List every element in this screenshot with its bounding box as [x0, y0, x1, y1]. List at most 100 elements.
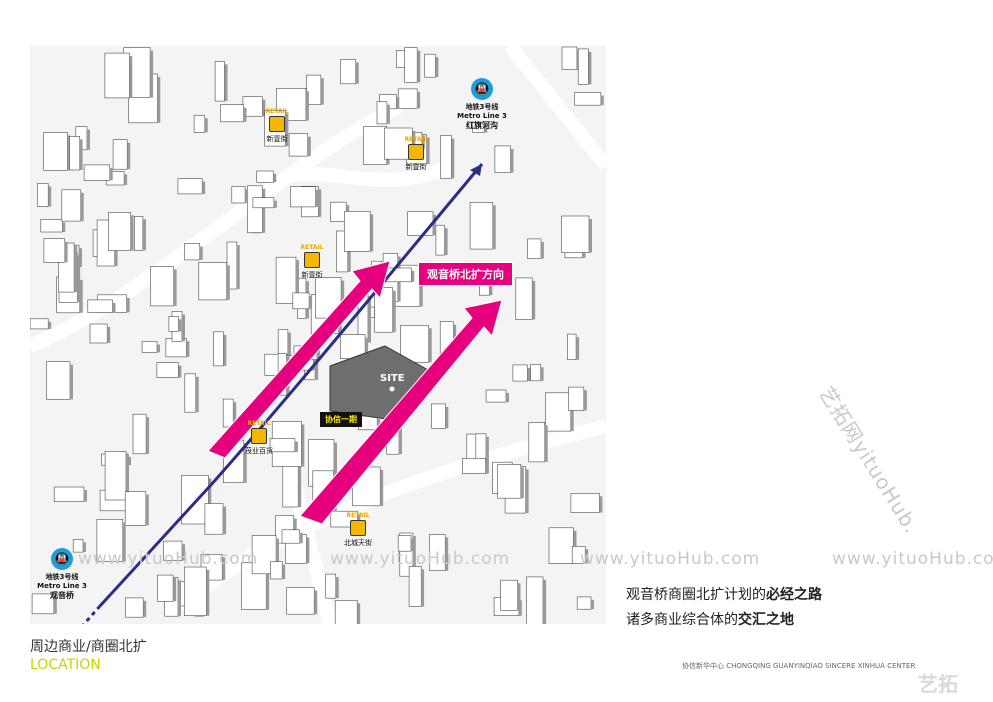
- building-shadow: [589, 219, 592, 253]
- retail-pin: RETAIL 茂业百货: [239, 420, 279, 456]
- building-shadow: [347, 234, 351, 272]
- building: [334, 600, 358, 624]
- shopping-bag-icon: [251, 428, 267, 444]
- building-shadow: [130, 215, 134, 251]
- building: [43, 132, 68, 171]
- building: [282, 459, 299, 508]
- metro-line-en: Metro Line 3: [457, 112, 507, 120]
- building-shadow: [484, 125, 488, 133]
- building: [125, 597, 144, 618]
- retail-caption: RETAIL: [247, 420, 271, 427]
- building: [376, 101, 388, 125]
- building-shadow: [195, 376, 199, 413]
- building-shadow: [245, 189, 249, 203]
- caption-line-1-plain: 观音桥商圈北扩计划的: [626, 587, 766, 603]
- building: [404, 47, 418, 83]
- footer-text: 协信新华中心 CHONGQING GUANYINQIAO SINCERE XIN…: [682, 662, 916, 670]
- building-shadow: [527, 367, 531, 382]
- building-shadow: [411, 271, 415, 282]
- retail-pin: RETAIL 新壹街: [396, 136, 436, 172]
- metro-line-cn: 地铁3号线: [45, 573, 79, 581]
- caption-line-1-bold: 必经之路: [766, 587, 822, 603]
- building: [83, 164, 110, 181]
- building-shadow: [157, 344, 160, 353]
- building-shadow: [243, 443, 247, 483]
- building: [363, 126, 387, 165]
- building: [512, 364, 528, 382]
- building: [252, 197, 275, 209]
- building-shadow: [392, 290, 396, 333]
- building: [288, 133, 309, 157]
- building-shadow: [150, 50, 154, 98]
- building-shadow: [485, 461, 489, 474]
- building-shadow: [570, 395, 574, 432]
- building: [150, 266, 174, 307]
- retail-street: 新壹街: [301, 271, 323, 279]
- building-shadow: [576, 337, 580, 360]
- building-shadow: [370, 214, 374, 252]
- building: [46, 361, 71, 400]
- building-shadow: [314, 590, 318, 615]
- building-shadow: [309, 295, 313, 309]
- building: [577, 48, 589, 85]
- building-shadow: [199, 246, 203, 260]
- building: [156, 362, 179, 378]
- building: [231, 186, 246, 204]
- building-shadow: [224, 64, 228, 102]
- building: [222, 398, 234, 428]
- building-shadow: [585, 549, 589, 564]
- building-shadow: [186, 341, 190, 357]
- metro-line-en: Metro Line 3: [37, 582, 87, 590]
- shopping-bag-icon: [304, 252, 320, 268]
- section-title-en: LOCATION: [30, 657, 101, 673]
- building: [561, 215, 590, 253]
- building: [431, 403, 446, 429]
- metro-icon: 🚇: [51, 548, 73, 570]
- building: [396, 50, 406, 68]
- building-shadow: [421, 569, 425, 607]
- metro-station-name: 红旗河沟: [466, 121, 498, 130]
- building: [184, 373, 197, 413]
- metro-arrowhead: [470, 164, 482, 176]
- building-shadow: [236, 245, 240, 289]
- building-shadow: [451, 138, 455, 179]
- building: [37, 183, 49, 207]
- building-shadow: [126, 297, 130, 313]
- metro-station-north: 🚇 地铁3号线 Metro Line 3 红旗河沟: [452, 78, 512, 130]
- building-shadow: [433, 214, 436, 236]
- building-shadow: [226, 265, 230, 300]
- building-shadow: [285, 113, 289, 147]
- building-shadow: [273, 174, 277, 183]
- building: [344, 211, 371, 252]
- building: [61, 189, 81, 222]
- building-shadow: [70, 364, 73, 400]
- building-shadow: [182, 544, 185, 561]
- building-shadow: [287, 332, 291, 375]
- metro-line-3: [98, 163, 484, 608]
- retail-street: 北城天街: [344, 539, 372, 547]
- building: [286, 587, 315, 615]
- building-shadow: [107, 327, 111, 343]
- building-shadow: [377, 419, 381, 430]
- building-shadow: [182, 314, 185, 342]
- building-shadow: [208, 478, 212, 524]
- building: [526, 576, 544, 624]
- caption-line-2-plain: 诸多商业综合体的: [626, 612, 738, 628]
- section-title-cn: 周边商业/商圈北扩: [30, 639, 147, 655]
- building-shadow: [126, 454, 129, 500]
- building-shadow: [62, 222, 66, 232]
- building-shadow: [419, 268, 423, 307]
- building: [407, 211, 434, 236]
- building-shadow: [320, 78, 324, 105]
- building: [330, 201, 347, 222]
- building-shadow: [223, 334, 227, 366]
- building-shadow: [173, 578, 177, 602]
- building-shadow: [591, 599, 594, 610]
- building-shadow: [79, 279, 83, 313]
- building-shadow: [341, 280, 345, 319]
- building: [548, 527, 574, 564]
- watermark: www.yituoHub.com: [330, 549, 511, 569]
- corner-logo: 艺拓: [918, 672, 958, 696]
- building-shadow: [157, 77, 161, 123]
- building-shadow: [222, 557, 226, 581]
